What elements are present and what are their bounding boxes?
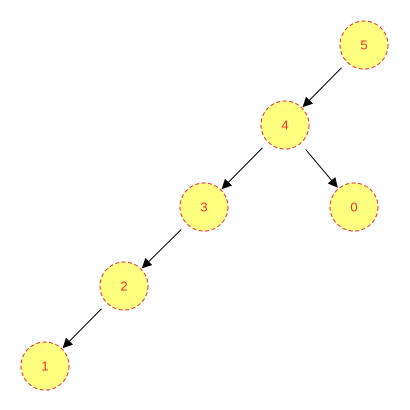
node-circle: [260, 100, 310, 150]
node-circle: [329, 182, 379, 232]
tree-node-4: 4: [260, 100, 310, 150]
edge-4-to-0: [305, 149, 338, 188]
node-label: 4: [281, 118, 288, 133]
node-circle: [20, 341, 70, 391]
nodes-layer: 5 4 3 0 2 1: [20, 20, 389, 391]
node-label: 5: [360, 38, 367, 53]
node-label: 0: [350, 200, 357, 215]
node-circle: [179, 182, 229, 232]
tree-node-5: 5: [339, 20, 389, 70]
tree-node-1: 1: [20, 341, 70, 391]
node-circle: [339, 20, 389, 70]
node-label: 2: [120, 279, 127, 294]
edges-layer: [62, 67, 342, 349]
edge-4-to-3: [221, 147, 263, 190]
tree-node-2: 2: [99, 261, 149, 311]
tree-node-0: 0: [329, 182, 379, 232]
node-circle: [99, 261, 149, 311]
edge-5-to-4: [302, 67, 342, 108]
tree-node-3: 3: [179, 182, 229, 232]
edge-3-to-2: [141, 229, 182, 269]
edge-2-to-1: [62, 308, 102, 349]
node-label: 1: [41, 359, 48, 374]
node-label: 3: [200, 200, 207, 215]
